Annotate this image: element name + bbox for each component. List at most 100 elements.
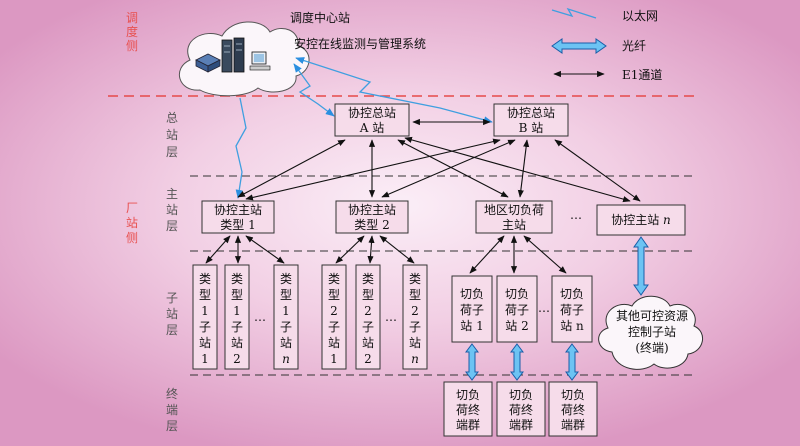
layer-label-char: 主 [166, 187, 178, 201]
type2-ellipsis: … [385, 310, 397, 324]
fiber-load-sub1-terminal [465, 343, 479, 381]
box-label: 子 [280, 320, 292, 334]
type1-substation-1: 类 型 1 子 站 1 [192, 264, 218, 370]
other-resource-cloud: 其他可控资源 控制子站 (终端) [598, 295, 703, 370]
layer-label-char: 站 [166, 307, 178, 321]
box-label: 切负 [460, 287, 484, 301]
type2-substation-1: 类 型 2 子 站 1 [321, 264, 347, 370]
layer-label-char: 层 [166, 323, 178, 337]
box-label: 站 1 [460, 319, 483, 333]
dispatch-center-title: 调度中心站 [290, 10, 350, 25]
side-label-dispatch: 调 度 侧 [126, 11, 138, 53]
box-label: 站 [199, 336, 211, 350]
box-label-line2: 类型 2 [354, 218, 389, 232]
box-label: 子 [362, 320, 374, 334]
box-label: 子 [409, 320, 421, 334]
box-label-line1: 协控主站 [214, 202, 262, 217]
box-label: n [282, 352, 290, 366]
layer-label-char: 子 [166, 291, 178, 305]
ethernet-cloud-to-main1 [235, 97, 247, 199]
box-label: 类 [409, 272, 421, 286]
workstation-icon [249, 51, 271, 71]
side-label-char: 侧 [126, 39, 138, 53]
box-label: 类 [362, 272, 374, 286]
load-substation-1: 切负 荷子 站 1 [451, 275, 493, 343]
box-label: 子 [231, 320, 243, 334]
box-label: 切负 [505, 287, 529, 301]
layer-label-char: 站 [166, 128, 178, 142]
master-station-a: 协控总站 A 站 [334, 103, 410, 137]
box-label: 端群 [561, 418, 585, 432]
box-label: 1 [201, 304, 209, 318]
box-label: 切负 [509, 388, 533, 402]
link-b-main3 [517, 139, 530, 198]
link-main3-sub1 [469, 235, 505, 274]
box-label: 子 [199, 320, 211, 334]
layer-label-char: 端 [166, 403, 178, 417]
router-icon [195, 53, 221, 73]
link-main3-sub-n [523, 235, 567, 274]
box-label-line2: B 站 [519, 121, 544, 135]
terminal-group-n: 切负 荷终 端群 [548, 381, 598, 437]
type2-substation-2: 类 型 2 子 站 2 [355, 264, 381, 370]
box-label: 型 [409, 288, 421, 302]
box-label: 荷子 [460, 303, 484, 317]
box-label: 2 [411, 304, 419, 318]
box-label: 类 [199, 272, 211, 286]
box-label-line2: A 站 [359, 121, 384, 135]
box-label: 型 [280, 288, 292, 302]
box-label: 荷子 [560, 303, 584, 317]
master-station-b: 协控总站 B 站 [493, 103, 569, 137]
legend-e1-label: E1通道 [622, 68, 662, 82]
box-label-line1: 地区切负荷 [484, 203, 544, 217]
box-label: 站 [231, 336, 243, 350]
layer-label-char: 站 [166, 203, 178, 217]
box-label-line1: 协控主站 n [611, 212, 671, 227]
layer-label-sub: 子 站 层 [166, 291, 178, 337]
box-label: 1 [282, 304, 290, 318]
link-a-main3 [397, 139, 509, 198]
terminal-group-1: 切负 荷终 端群 [443, 381, 493, 437]
terminal-group-2: 切负 荷终 端群 [496, 381, 546, 437]
box-label: 2 [233, 352, 241, 366]
layer-label-char: 总 [166, 111, 178, 125]
other-resource-line1: 其他可控资源 [616, 309, 688, 323]
main-station-n: 协控主站 n [596, 204, 686, 236]
box-label-line1: 协控主站 [348, 202, 396, 217]
other-resource-line2: 控制子站 [628, 325, 676, 339]
side-label-char: 厂 [126, 201, 138, 215]
link-main2-sub-n [379, 235, 415, 264]
link-main1-sub1 [205, 235, 231, 264]
box-label: 类 [280, 272, 292, 286]
link-b-main2 [381, 139, 516, 198]
box-label: 端群 [509, 418, 533, 432]
box-label: 1 [330, 352, 338, 366]
side-label-char: 侧 [126, 231, 138, 245]
box-label: 型 [362, 288, 374, 302]
box-label: 切负 [456, 388, 480, 402]
link-main1-sub-n [245, 235, 285, 264]
layer-label-char: 层 [166, 219, 178, 233]
link-main2-sub2 [367, 235, 375, 264]
legend: 以太网 光纤 E1通道 [551, 7, 662, 82]
type1-substation-n: 类 型 1 子 站 n [273, 264, 299, 370]
layer-label-char: 终 [166, 386, 178, 401]
type1-substation-2: 类 型 1 子 站 2 [224, 264, 250, 370]
legend-ethernet-line [551, 7, 597, 19]
box-label: 站 [362, 336, 374, 350]
server-icon [221, 37, 245, 73]
box-label: 站 [328, 336, 340, 350]
legend-ethernet-label: 以太网 [622, 8, 658, 23]
box-label: 型 [328, 288, 340, 302]
main-station-load-shedding: 地区切负荷 主站 [475, 200, 553, 234]
box-label: 切负 [561, 388, 585, 402]
box-label-line2: 类型 1 [220, 218, 255, 232]
box-label: 2 [330, 304, 338, 318]
box-label: 站 n [560, 319, 584, 333]
side-label-plant: 厂 站 侧 [126, 201, 138, 245]
link-b-main1 [245, 138, 501, 201]
box-label: 站 [280, 336, 292, 350]
box-label-line2: 主站 [502, 218, 526, 232]
layer-label-terminal: 终 端 层 [166, 386, 178, 433]
